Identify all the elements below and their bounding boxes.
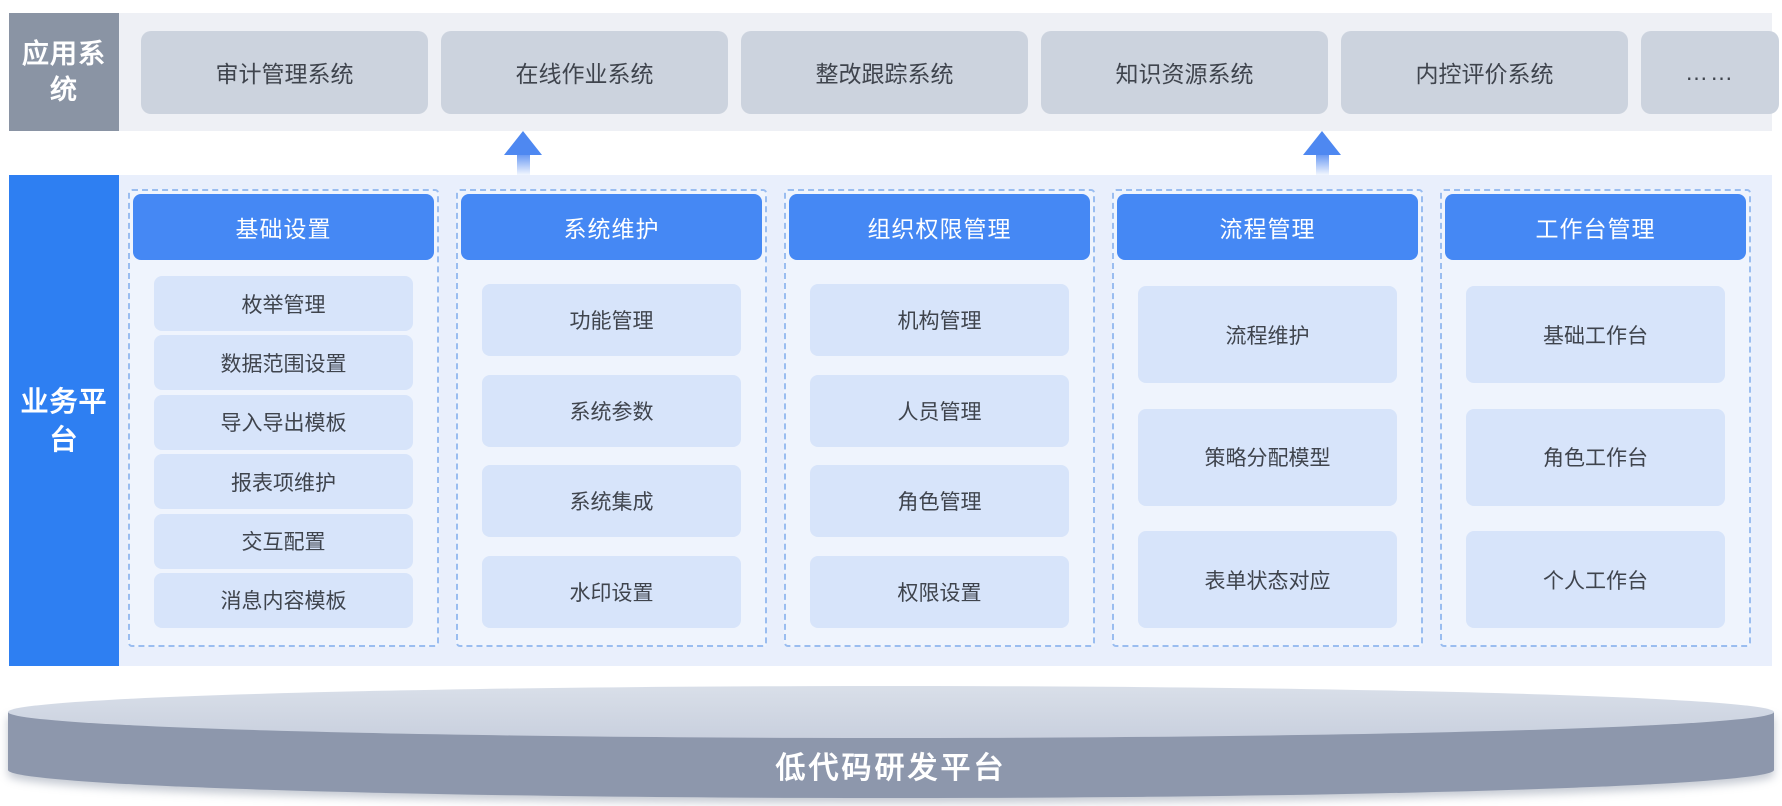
module-item: 数据范围设置: [154, 335, 413, 391]
module-item: 个人工作台: [1466, 531, 1725, 628]
module-item: 系统集成: [482, 465, 741, 538]
module-column-items: 流程维护策略分配模型表单状态对应: [1138, 260, 1397, 628]
up-arrow-icon: [1302, 131, 1342, 178]
app-systems-label: 应用系统: [9, 13, 119, 131]
app-system-box: 整改跟踪系统: [741, 30, 1028, 114]
module-item: 权限设置: [810, 555, 1069, 628]
app-systems-row: 审计管理系统在线作业系统整改跟踪系统知识资源系统内控评价系统……: [119, 13, 1779, 131]
module-column: 流程管理流程维护策略分配模型表单状态对应: [1112, 189, 1423, 647]
module-column-header: 工作台管理: [1445, 194, 1746, 260]
business-platform-label: 业务平台: [9, 175, 119, 666]
module-column-items: 机构管理人员管理角色管理权限设置: [810, 260, 1069, 628]
cylinder-top-surface: [8, 686, 1774, 738]
app-system-box: 知识资源系统: [1041, 30, 1328, 114]
module-column-header: 组织权限管理: [789, 194, 1090, 260]
module-item: 人员管理: [810, 374, 1069, 447]
module-column-items: 枚举管理数据范围设置导入导出模板报表项维护交互配置消息内容模板: [154, 260, 413, 628]
module-column: 基础设置枚举管理数据范围设置导入导出模板报表项维护交互配置消息内容模板: [128, 189, 439, 647]
module-item: 系统参数: [482, 374, 741, 447]
module-item: 消息内容模板: [154, 572, 413, 628]
module-item: 角色管理: [810, 465, 1069, 538]
up-arrow-head: [504, 131, 542, 155]
module-column: 系统维护功能管理系统参数系统集成水印设置: [456, 189, 767, 647]
module-column-header: 系统维护: [461, 194, 762, 260]
foundation-platform: 低代码研发平台: [8, 686, 1774, 798]
module-item: 交互配置: [154, 513, 413, 569]
app-system-box: ……: [1641, 30, 1779, 114]
module-column-header: 基础设置: [133, 194, 434, 260]
module-item: 功能管理: [482, 284, 741, 356]
module-column: 工作台管理基础工作台角色工作台个人工作台: [1440, 189, 1751, 647]
app-system-box: 在线作业系统: [441, 30, 728, 114]
module-item: 流程维护: [1138, 286, 1397, 383]
module-item: 基础工作台: [1466, 286, 1725, 383]
up-arrow-stem: [1315, 155, 1329, 178]
up-arrow-icon: [503, 131, 543, 178]
up-arrow-stem: [516, 155, 530, 178]
module-item: 导入导出模板: [154, 394, 413, 450]
module-item: 报表项维护: [154, 454, 413, 510]
foundation-label: 低代码研发平台: [775, 752, 1007, 785]
module-item: 表单状态对应: [1138, 531, 1397, 628]
module-item: 机构管理: [810, 284, 1069, 356]
app-system-box: 内控评价系统: [1341, 30, 1628, 114]
module-column: 组织权限管理机构管理人员管理角色管理权限设置: [784, 189, 1095, 647]
up-arrow-head: [1303, 131, 1341, 155]
module-item: 水印设置: [482, 555, 741, 628]
module-item: 角色工作台: [1466, 408, 1725, 506]
module-column-items: 基础工作台角色工作台个人工作台: [1466, 260, 1725, 628]
module-item: 策略分配模型: [1138, 408, 1397, 506]
app-system-box: 审计管理系统: [141, 30, 428, 114]
module-column-header: 流程管理: [1117, 194, 1418, 260]
module-column-items: 功能管理系统参数系统集成水印设置: [482, 260, 741, 628]
module-item: 枚举管理: [154, 276, 413, 331]
business-columns: 基础设置枚举管理数据范围设置导入导出模板报表项维护交互配置消息内容模板系统维护功…: [119, 175, 1772, 666]
